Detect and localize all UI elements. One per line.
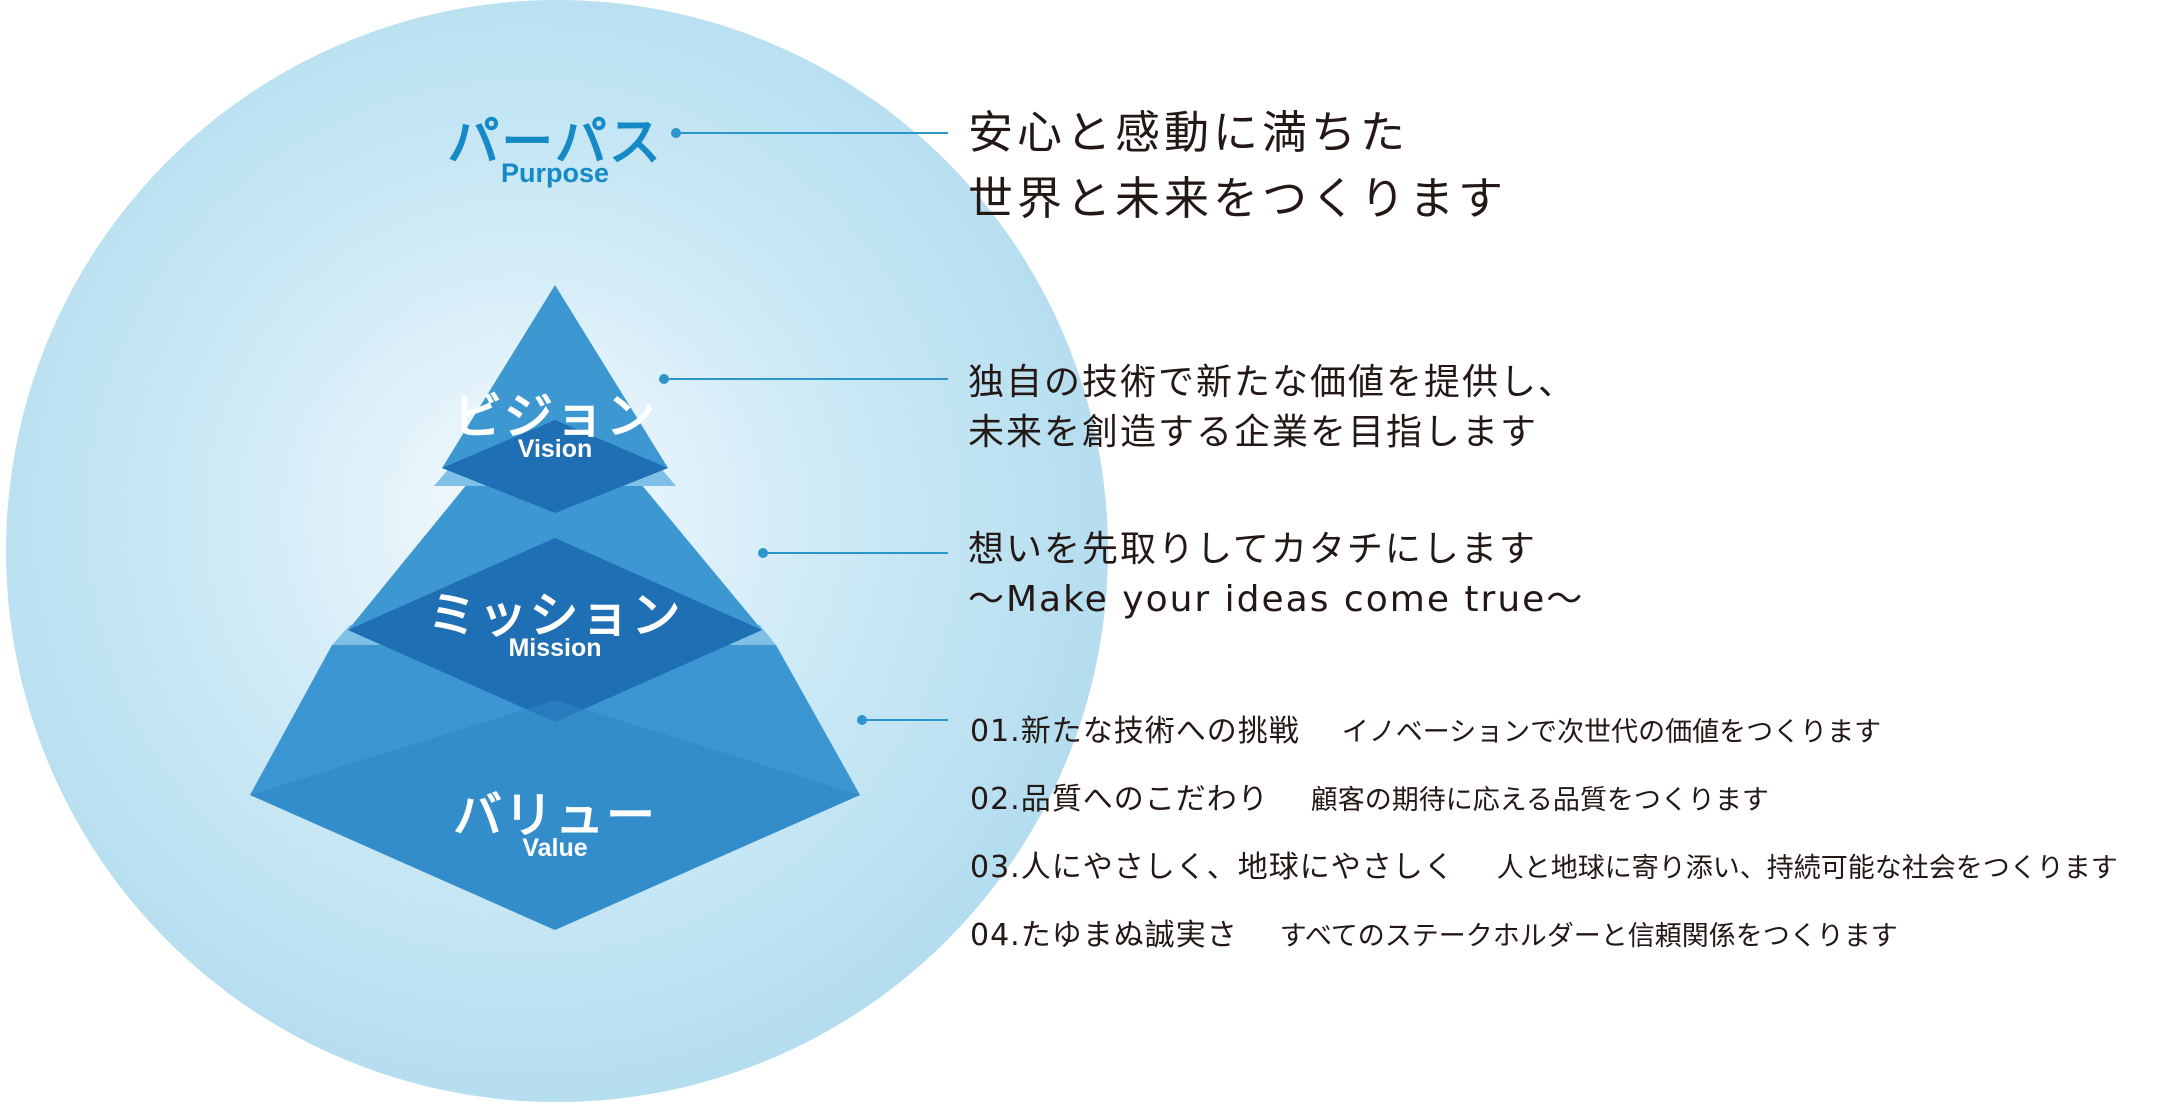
mission-statement-line2: 〜Make your ideas come true〜 (968, 579, 1585, 620)
purpose-title: パーパス (447, 113, 663, 173)
value-item: 02.品質へのこだわり 顧客の期待に応える品質をつくります (970, 774, 1769, 818)
value-item-description: イノベーションで次世代の価値をつくります (1341, 717, 1882, 748)
value-item-label: 02.品質へのこだわり (970, 782, 1269, 817)
value-item-label: 04.たゆまぬ誠実さ (970, 918, 1238, 953)
purpose-subtitle: Purpose (500, 158, 610, 188)
value-item: 03.人にやさしく、地球にやさしく 人と地球に寄り添い、持続可能な社会をつくります (970, 842, 2118, 886)
vision-connector-line (664, 378, 948, 380)
purpose-connector-line (676, 132, 948, 134)
vision-statement-line2: 未来を創造する企業を目指します (968, 412, 1539, 453)
value-item-label: 03.人にやさしく、地球にやさしく (970, 850, 1455, 885)
purpose-statement-line2: 世界と未来をつくります (968, 172, 1508, 225)
vision-subtitle: Vision (517, 435, 593, 463)
value-connector-line (862, 719, 948, 721)
vision-title: ビジョン (452, 388, 657, 445)
value-item-description: すべてのステークホルダーと信頼関係をつくります (1279, 921, 1898, 952)
vision-statement-line1: 独自の技術で新たな価値を提供し、 (968, 362, 1577, 403)
mission-connector-line (763, 552, 948, 554)
value-dark-face (250, 700, 860, 930)
mission-dark-face (348, 538, 762, 722)
purpose-statement: 安心と感動に満ちた 世界と未来をつくります (968, 100, 1507, 232)
value-item: 01.新たな技術への挑戦 イノベーションで次世代の価値をつくります (970, 706, 1881, 750)
vision-statement: 独自の技術で新たな価値を提供し、 未来を創造する企業を目指します (968, 358, 1576, 458)
value-item-description: 顧客の期待に応える品質をつくります (1310, 785, 1769, 816)
value-item-description: 人と地球に寄り添い、持続可能な社会をつくります (1496, 853, 2118, 884)
mission-statement: 想いを先取りしてカタチにします 〜Make your ideas come tr… (968, 525, 1584, 625)
value-title: バリュー (452, 787, 657, 844)
purpose-statement-line1: 安心と感動に満ちた (968, 106, 1410, 159)
value-item-label: 01.新たな技術への挑戦 (970, 714, 1300, 749)
value-item: 04.たゆまぬ誠実さ すべてのステークホルダーと信頼関係をつくります (970, 910, 1898, 954)
vision-dark-face (442, 420, 668, 513)
mission-subtitle: Mission (508, 634, 602, 662)
value-subtitle: Value (522, 834, 588, 862)
mission-title: ミッション (427, 587, 683, 644)
mission-statement-line1: 想いを先取りしてカタチにします (968, 529, 1537, 570)
